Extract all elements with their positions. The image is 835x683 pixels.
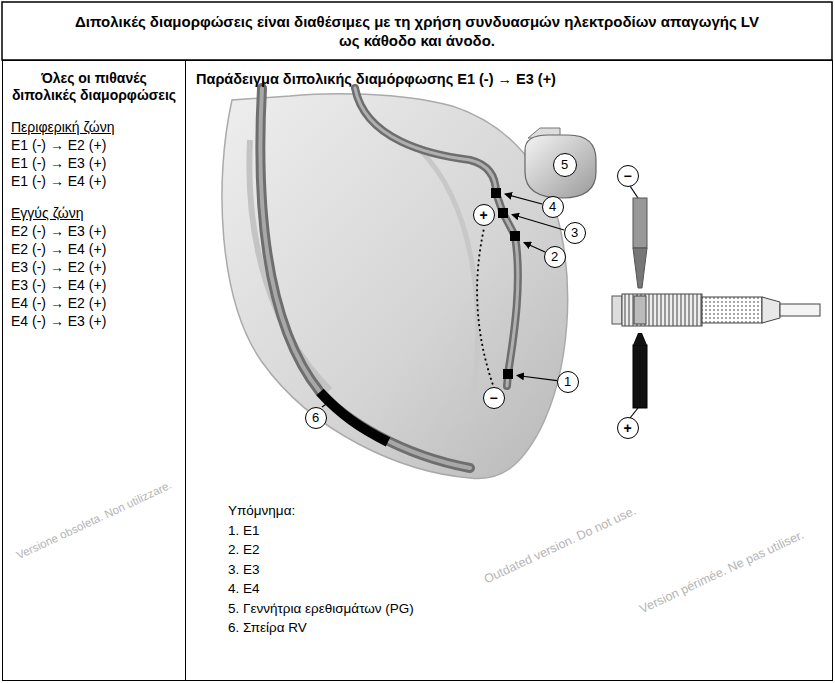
- lv-lead: [355, 88, 520, 386]
- current-path: [477, 227, 493, 384]
- callout-text: 3: [571, 226, 578, 239]
- legend-item: 6. Σπείρα RV: [228, 618, 414, 638]
- callout-text: 2: [551, 250, 558, 263]
- header-cell: [2, 2, 832, 60]
- configuration-item: E3 (-) → E4 (+): [11, 276, 185, 294]
- legend-item: 3. E3: [228, 560, 414, 580]
- configuration-item: E1 (-) → E4 (+): [11, 172, 185, 190]
- anode-probe: [633, 345, 647, 408]
- configuration-item: E2 (-) → E4 (+): [11, 240, 185, 258]
- electrode-e2: [510, 231, 520, 241]
- legend-heading: Υπόμνημα:: [228, 501, 414, 521]
- example-heading: Παράδειγμα διπολικής διαμόρφωσης E1 (-) …: [196, 70, 556, 88]
- callout-number: 6: [305, 407, 327, 429]
- callout-number: 5: [553, 153, 577, 177]
- callout-number: 4: [542, 196, 564, 218]
- callout-number: 2: [544, 246, 566, 268]
- callout-text: 4: [549, 200, 556, 213]
- polarity-sign: +: [623, 421, 631, 435]
- legend-item: 1. E1: [228, 521, 414, 541]
- configuration-item: E4 (-) → E3 (+): [11, 312, 185, 330]
- polarity-sign: −: [489, 391, 497, 405]
- leader-lines: [322, 194, 564, 407]
- configuration-item: E3 (-) → E2 (+): [11, 258, 185, 276]
- legend-list: Υπόμνημα:1. E12. E23. E34. E45. Γεννήτρι…: [228, 501, 414, 638]
- polarity-sign: −: [623, 169, 631, 183]
- column-heading: Όλες οι πιθανές διπολικές διαμορφώσεις: [3, 61, 185, 104]
- watermark: Outdated version. Do not use.: [482, 504, 638, 587]
- cathode-symbol: −: [483, 387, 505, 409]
- configuration-item: E1 (-) → E2 (+): [11, 136, 185, 154]
- configuration-item: E4 (-) → E2 (+): [11, 294, 185, 312]
- electrode-e1: [503, 369, 513, 379]
- table-header-text: Διπολικές διαμορφώσεις είναι διαθέσιμες …: [2, 2, 832, 60]
- callout-text: 5: [561, 158, 568, 171]
- connector-layer: [186, 61, 832, 680]
- list-cell: Όλες οι πιθανές διπολικές διαμορφώσειςΠε…: [2, 60, 186, 681]
- example-cell: Παράδειγμα διπολικής διαμόρφωσης E1 (-) …: [185, 60, 833, 681]
- legend-item: 2. E2: [228, 540, 414, 560]
- anode-symbol: +: [617, 417, 639, 439]
- callout-text: 6: [312, 411, 319, 424]
- zone-heading: Εγγύς ζώνη: [11, 204, 185, 222]
- callout-number: 1: [557, 371, 579, 393]
- configuration-item: E2 (-) → E3 (+): [11, 222, 185, 240]
- zone-heading: Περιφερική ζώνη: [11, 118, 185, 136]
- electrode-e4: [491, 188, 501, 198]
- legend-item: 4. E4: [228, 579, 414, 599]
- pulse-generator: [525, 128, 596, 198]
- cathode-probe: [633, 198, 647, 248]
- legend-item: 5. Γεννήτρια ερεθισμάτων (PG): [228, 599, 414, 619]
- configuration-item: E1 (-) → E3 (+): [11, 154, 185, 172]
- lead-connector: [612, 186, 820, 418]
- watermark: Version périmée. Ne pas utiliser.: [638, 528, 806, 616]
- watermark: Versione obsoleta. Non utilizzare.: [14, 478, 174, 562]
- polarity-sign: +: [479, 208, 487, 222]
- callout-text: 1: [564, 375, 571, 388]
- rv-coil: [320, 392, 388, 442]
- callout-number: 3: [564, 222, 586, 244]
- cathode-symbol: −: [617, 165, 639, 187]
- anode-symbol: +: [473, 204, 495, 226]
- electrode-e3: [498, 208, 508, 218]
- rv-lead: [260, 88, 470, 468]
